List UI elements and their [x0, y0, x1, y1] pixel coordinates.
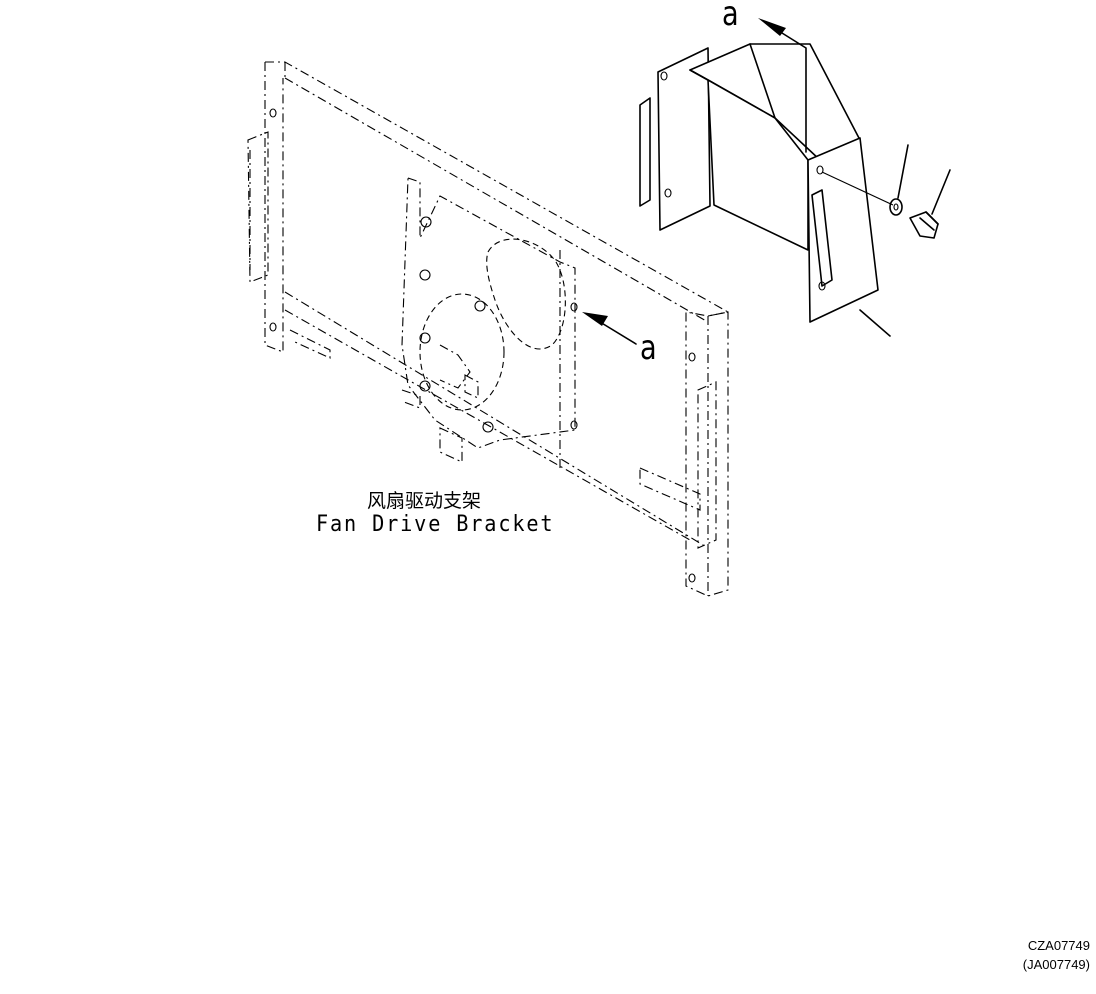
- part-name-english: Fan Drive Bracket: [316, 512, 555, 537]
- fan-drive-bracket-frame: [247, 61, 730, 597]
- fan-cover-part: [639, 43, 891, 337]
- washer-part: [889, 144, 909, 216]
- fan-mounting-plate: [401, 177, 578, 449]
- view-marker-label-top: a: [722, 0, 739, 34]
- bolt-part: [909, 169, 951, 239]
- illustration-code-alt: (JA007749): [1022, 957, 1090, 972]
- view-arrow-mid: [582, 312, 637, 345]
- illustration-code: CZA07749: [1027, 938, 1090, 953]
- alignment-line-cover-to-washer: [821, 171, 894, 206]
- part-name-chinese: 风扇驱动支架: [367, 490, 482, 512]
- view-marker-label-mid: a: [640, 328, 657, 368]
- view-arrow-top: [758, 18, 807, 153]
